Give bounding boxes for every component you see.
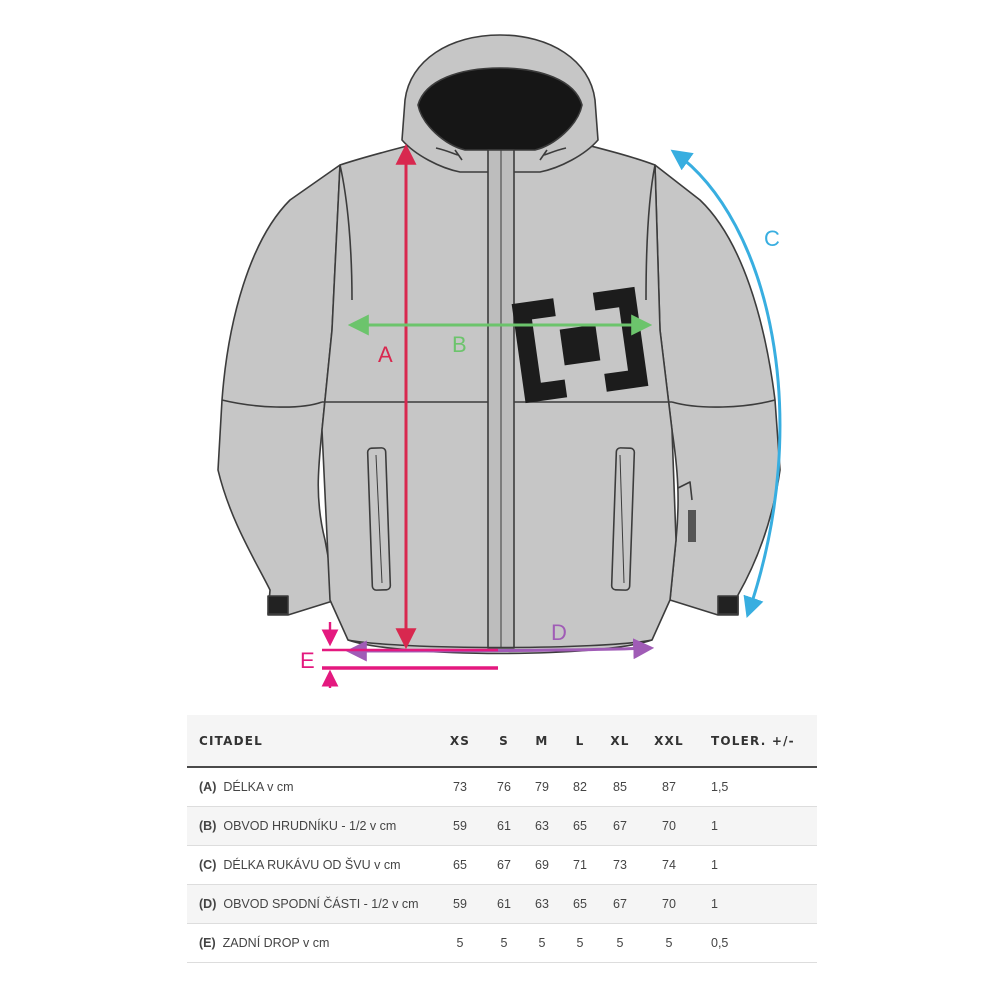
measurement-code: (E) (199, 935, 216, 950)
measure-b-label: B (452, 332, 467, 357)
table-row: (C) DÉLKA RUKÁVU OD ŠVU v cm 65 67 69 71 73 74 1 (187, 845, 817, 884)
size-value-cell: 70 (662, 818, 676, 833)
table-title: CITADEL (199, 733, 264, 748)
size-value-cell: 63 (535, 896, 549, 911)
pocket-right (610, 447, 636, 591)
tolerance-cell: 1 (711, 896, 718, 911)
size-value-cell: 59 (453, 818, 467, 833)
size-value-cell: 5 (500, 935, 508, 950)
size-chart-table: CITADEL XS S M L XL XXL TOLER. +/- (A) DÉ… (187, 715, 817, 963)
measurement-name-cell: (E) ZADNÍ DROP v cm (187, 923, 437, 962)
size-value-cell: 73 (613, 857, 627, 872)
jacket-illustration (217, 34, 781, 655)
size-value-cell: 74 (662, 857, 676, 872)
measurement-label: DÉLKA v cm (223, 779, 294, 794)
size-value-cell: 69 (535, 857, 549, 872)
tolerance-cell: 1,5 (711, 779, 729, 794)
size-value-cell: 5 (456, 935, 464, 950)
size-header-s: S (499, 733, 509, 748)
size-header-xs: XS (449, 733, 471, 748)
size-value-cell: 61 (497, 896, 511, 911)
shoulder-seam-right (645, 164, 656, 301)
size-value-cell: 5 (665, 935, 673, 950)
measurement-label: ZADNÍ DROP v cm (222, 935, 330, 950)
measurement-code: (C) (199, 857, 217, 872)
table-header-row: CITADEL XS S M L XL XXL TOLER. +/- (187, 715, 817, 767)
sleeve-tag (688, 510, 696, 542)
hood-opening (417, 67, 583, 151)
tolerance-header: TOLER. +/- (711, 733, 795, 748)
tolerance-cell: 1 (711, 818, 718, 833)
size-value-cell: 67 (613, 818, 627, 833)
size-value-cell: 79 (535, 779, 549, 794)
size-value-cell: 82 (573, 779, 587, 794)
size-value-cell: 76 (497, 779, 511, 794)
table-row: (A) DÉLKA v cm 73 76 79 82 85 87 1,5 (187, 767, 817, 806)
left-sleeve (217, 164, 341, 616)
measure-c-arrow (670, 149, 782, 618)
size-value-cell: 5 (576, 935, 584, 950)
left-cuff (267, 595, 289, 615)
table-row: (E) ZADNÍ DROP v cm 5 5 5 5 5 5 0,5 (187, 923, 817, 962)
size-value-cell: 59 (453, 896, 467, 911)
measure-e-arrow (321, 622, 498, 688)
measurement-label: DÉLKA RUKÁVU OD ŠVU v cm (223, 857, 401, 872)
size-value-cell: 70 (662, 896, 676, 911)
size-value-cell: 5 (538, 935, 546, 950)
tolerance-cell: 1 (711, 857, 718, 872)
size-value-cell: 71 (573, 857, 587, 872)
measurement-name-cell: (B) OBVOD HRUDNÍKU - 1/2 v cm (187, 806, 437, 845)
measurement-code: (A) (199, 779, 217, 794)
size-value-cell: 5 (616, 935, 624, 950)
size-value-cell: 87 (662, 779, 676, 794)
measurement-name-cell: (C) DÉLKA RUKÁVU OD ŠVU v cm (187, 845, 437, 884)
size-value-cell: 67 (497, 857, 511, 872)
size-value-cell: 73 (453, 779, 467, 794)
measurement-name-cell: (D) OBVOD SPODNÍ ČÁSTI - 1/2 v cm (187, 884, 437, 923)
table-body: (A) DÉLKA v cm 73 76 79 82 85 87 1,5 (B) OBVOD HRU… (187, 767, 817, 962)
pocket-left-zip (375, 454, 383, 584)
size-value-cell: 65 (573, 896, 587, 911)
jacket-measurement-diagram: A B C D E (217, 34, 782, 688)
measurement-label: OBVOD HRUDNÍKU - 1/2 v cm (223, 818, 397, 833)
size-header-m: M (535, 733, 549, 748)
measurement-name-cell: (A) DÉLKA v cm (187, 767, 437, 806)
table-row: (B) OBVOD HRUDNÍKU - 1/2 v cm 59 61 63 65 67 70… (187, 806, 817, 845)
tolerance-cell: 0,5 (711, 935, 729, 950)
size-value-cell: 65 (453, 857, 467, 872)
measure-c-label: C (764, 226, 780, 251)
measurement-label: OBVOD SPODNÍ ČÁSTI - 1/2 v cm (223, 896, 419, 911)
size-value-cell: 85 (613, 779, 627, 794)
measurement-code: (B) (199, 818, 217, 833)
drawcord-left-icon (435, 147, 463, 161)
size-value-cell: 61 (497, 818, 511, 833)
measure-e-label: E (300, 648, 315, 673)
measurement-code: (D) (199, 896, 217, 911)
right-cuff (717, 595, 739, 615)
size-value-cell: 65 (573, 818, 587, 833)
size-value-cell: 63 (535, 818, 549, 833)
measure-d-label: D (551, 620, 567, 645)
measure-a-label: A (378, 342, 393, 367)
pocket-right-zip (619, 454, 625, 584)
table-row: (D) OBVOD SPODNÍ ČÁSTI - 1/2 v cm 59 61 63 65… (187, 884, 817, 923)
size-header-xl: XL (610, 733, 630, 748)
size-value-cell: 67 (613, 896, 627, 911)
size-header-l: L (575, 733, 585, 748)
size-header-xxl: XXL (654, 733, 684, 748)
shoulder-seam-left (339, 164, 353, 301)
drawcord-right-icon (539, 147, 567, 161)
